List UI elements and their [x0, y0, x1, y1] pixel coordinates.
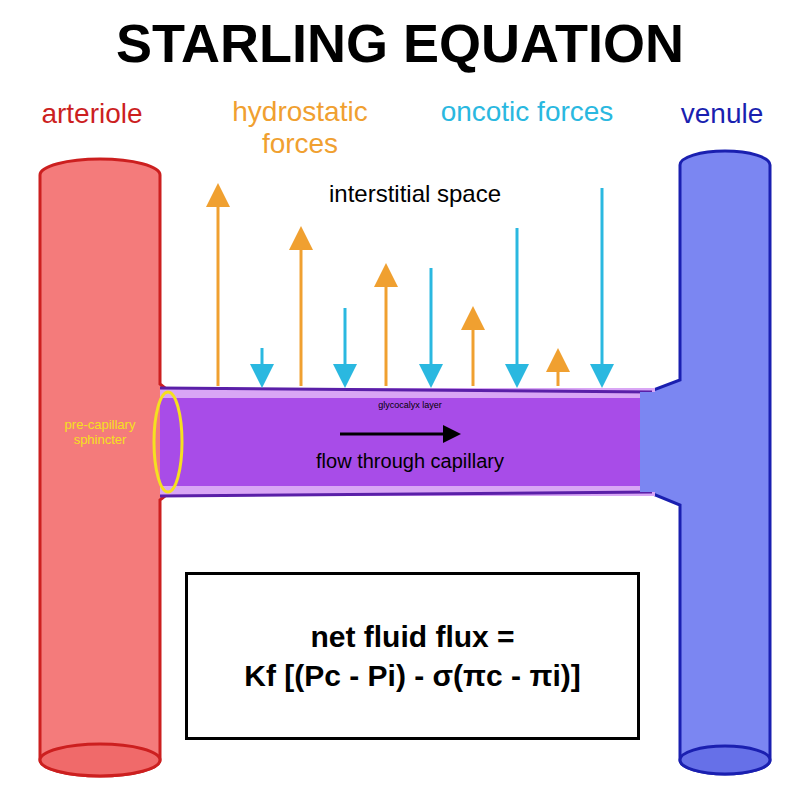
region-label: interstitial space — [265, 180, 565, 208]
venule-end — [680, 746, 770, 774]
part-label: glycocalyx layer — [340, 400, 480, 410]
part-label: flow through capillary — [275, 450, 545, 473]
oncotic-arrow — [601, 188, 604, 376]
diagram-title: STARLING EQUATION — [10, 12, 790, 74]
oncotic-arrow — [261, 348, 264, 376]
venous-end — [640, 392, 682, 492]
oncotic-arrow — [516, 228, 519, 376]
equation-text: net fluid flux = — [310, 617, 514, 656]
vessel-label: arteriole — [7, 98, 177, 130]
arteriole-end — [40, 744, 160, 776]
equation-box: net fluid flux =Kf [(Pc - Pi) - σ(πc - π… — [185, 572, 640, 740]
force-label: hydrostatic forces — [205, 96, 395, 160]
capillary-lumen — [160, 398, 655, 486]
oncotic-arrow — [430, 268, 433, 376]
equation-text: Kf [(Pc - Pi) - σ(πc - πi)] — [244, 656, 580, 695]
flow-arrow — [340, 433, 452, 436]
capillary-glycocalyx — [160, 388, 655, 496]
sphincter-ring — [154, 392, 182, 492]
hydrostatic-arrow — [557, 360, 560, 386]
capillary-wall — [160, 492, 652, 496]
hydrostatic-arrow — [217, 195, 220, 386]
hydrostatic-arrow — [472, 318, 475, 386]
hydrostatic-arrow — [385, 275, 388, 386]
arteriole-vessel — [40, 159, 170, 776]
vessel-label: venule — [647, 98, 797, 130]
capillary-wall — [160, 388, 652, 392]
oncotic-arrow — [344, 308, 347, 376]
part-label: pre-capillary sphincter — [44, 418, 156, 448]
hydrostatic-arrow — [300, 238, 303, 386]
force-label: oncotic forces — [437, 96, 617, 128]
